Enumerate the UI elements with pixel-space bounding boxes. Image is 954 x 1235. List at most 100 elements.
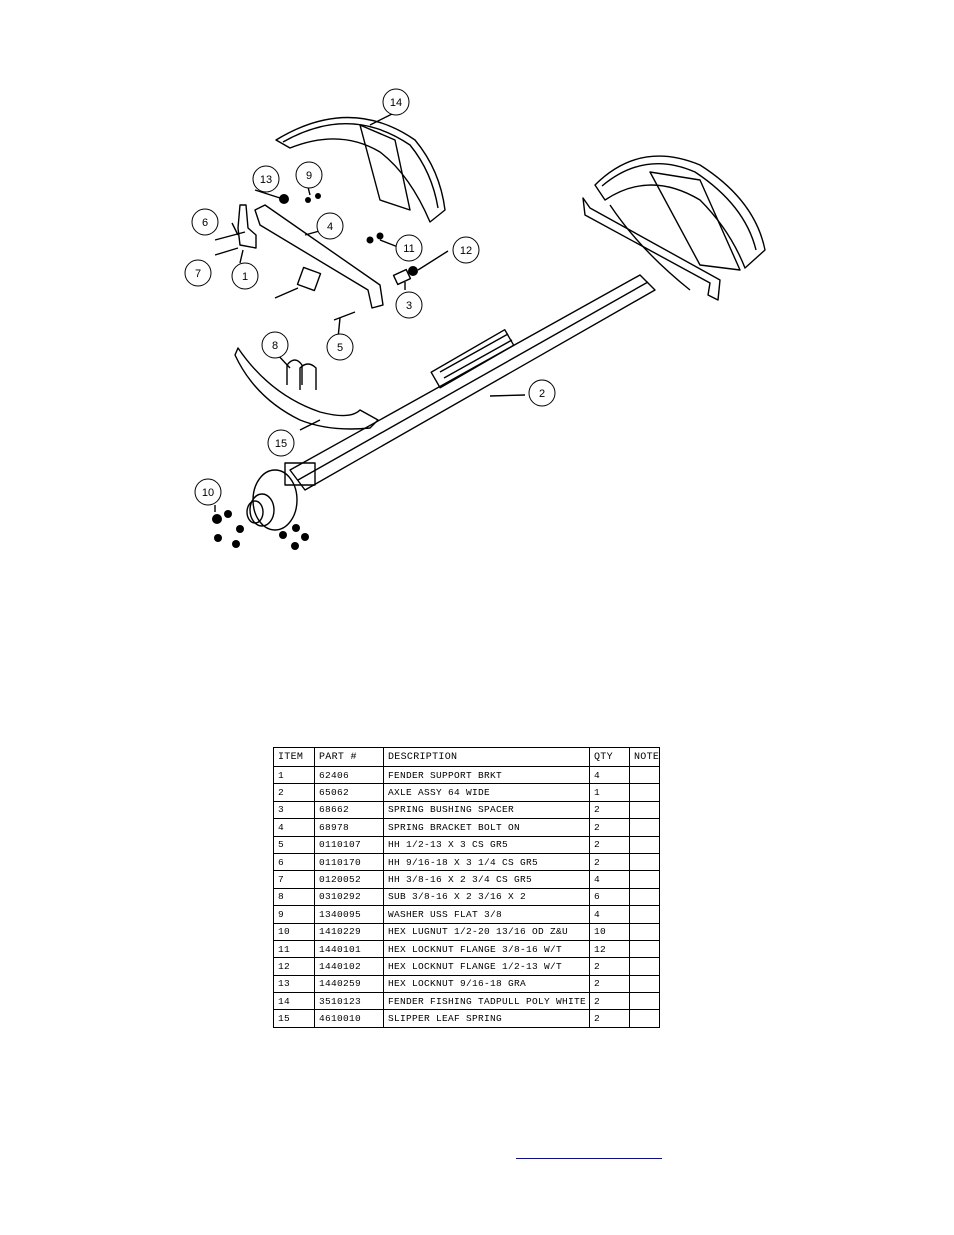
bolt-5 [333, 311, 356, 321]
cell-qty: 4 [589, 870, 630, 889]
cell-description: HH 9/16-18 X 3 1/4 CS GR5 [383, 852, 590, 872]
header-item: ITEM [273, 747, 315, 767]
balloon-7: 7 [195, 268, 201, 280]
cell-note [628, 852, 661, 872]
cell-item: 9 [273, 905, 315, 924]
balloon-12: 12 [460, 245, 472, 257]
cell-part-number: 65062 [314, 783, 384, 802]
cell-description: SPRING BUSHING SPACER [383, 800, 590, 820]
cell-note [628, 887, 661, 907]
right-fender-bracket [582, 197, 721, 301]
cell-note [628, 765, 661, 785]
cell-note [628, 818, 661, 837]
cell-part-number: 0110170 [314, 852, 384, 872]
cell-note [628, 800, 661, 820]
cell-qty: 6 [589, 887, 630, 907]
balloon-1: 1 [242, 271, 248, 283]
cell-item: 15 [273, 1009, 315, 1028]
cell-item: 7 [273, 870, 315, 889]
cell-item: 10 [273, 922, 315, 941]
cell-item: 2 [273, 783, 315, 802]
cell-qty: 2 [589, 818, 630, 837]
cell-part-number: 1440259 [314, 974, 384, 994]
header-note: NOTE [628, 747, 661, 767]
cell-item: 1 [273, 765, 315, 785]
cell-item: 12 [273, 957, 315, 976]
balloon-13: 13 [260, 174, 272, 186]
cell-description: SLIPPER LEAF SPRING [383, 1009, 590, 1028]
header-description: DESCRIPTION [383, 747, 590, 767]
axle-tube [289, 274, 656, 491]
bolt-6 [214, 231, 246, 241]
plate [296, 266, 322, 292]
cell-qty: 2 [589, 957, 630, 976]
cell-item: 8 [273, 887, 315, 907]
cell-note [628, 922, 661, 941]
slipper-leaf-spring [234, 347, 379, 430]
balloon-15: 15 [275, 438, 287, 450]
cell-part-number: 1440102 [314, 957, 384, 976]
cell-note [628, 1009, 661, 1028]
fender-support-bracket [237, 204, 257, 249]
balloon-6: 6 [202, 217, 208, 229]
cell-qty: 12 [589, 939, 630, 959]
spacer-3 [392, 268, 412, 286]
spring-bracket [254, 204, 384, 309]
cell-item: 14 [273, 992, 315, 1011]
cell-description: FENDER SUPPORT BRKT [383, 765, 590, 785]
wheel-hub [246, 462, 316, 531]
balloon-5: 5 [337, 342, 343, 354]
cell-part-number: 0120052 [314, 870, 384, 889]
cell-part-number: 68978 [314, 818, 384, 837]
cell-description: FENDER FISHING TADPULL POLY WHITE [383, 992, 590, 1011]
cell-note [628, 783, 661, 802]
hyperlink[interactable] [516, 1146, 662, 1159]
cell-description: HH 1/2-13 X 3 CS GR5 [383, 835, 590, 854]
cell-part-number: 4610010 [314, 1009, 384, 1028]
balloon-9: 9 [306, 170, 312, 182]
cell-note [628, 835, 661, 854]
cell-note [628, 870, 661, 889]
header-qty: QTY [589, 747, 630, 767]
cell-part-number: 1440101 [314, 939, 384, 959]
cell-note [628, 974, 661, 994]
cell-item: 5 [273, 835, 315, 854]
cell-part-number: 1340095 [314, 905, 384, 924]
cell-description: HEX LOCKNUT 9/16-18 GRA [383, 974, 590, 994]
cell-qty: 4 [589, 905, 630, 924]
cell-qty: 10 [589, 922, 630, 941]
bolt-7 [214, 247, 239, 256]
cell-part-number: 3510123 [314, 992, 384, 1011]
cell-part-number: 0110107 [314, 835, 384, 854]
cell-part-number: 1410229 [314, 922, 384, 941]
cell-part-number: 0310292 [314, 887, 384, 907]
cell-item: 6 [273, 852, 315, 872]
cell-description: SUB 3/8-16 X 2 3/16 X 2 [383, 887, 590, 907]
cell-qty: 4 [589, 765, 630, 785]
cell-qty: 2 [589, 974, 630, 994]
cell-note [628, 992, 661, 1011]
cell-note [628, 905, 661, 924]
cell-item: 3 [273, 800, 315, 820]
header-part: PART # [314, 747, 384, 767]
cell-description: HEX LOCKNUT FLANGE 1/2-13 W/T [383, 957, 590, 976]
balloon-8: 8 [272, 340, 278, 352]
cell-note [628, 957, 661, 976]
cell-part-number: 68662 [314, 800, 384, 820]
cell-note [628, 939, 661, 959]
